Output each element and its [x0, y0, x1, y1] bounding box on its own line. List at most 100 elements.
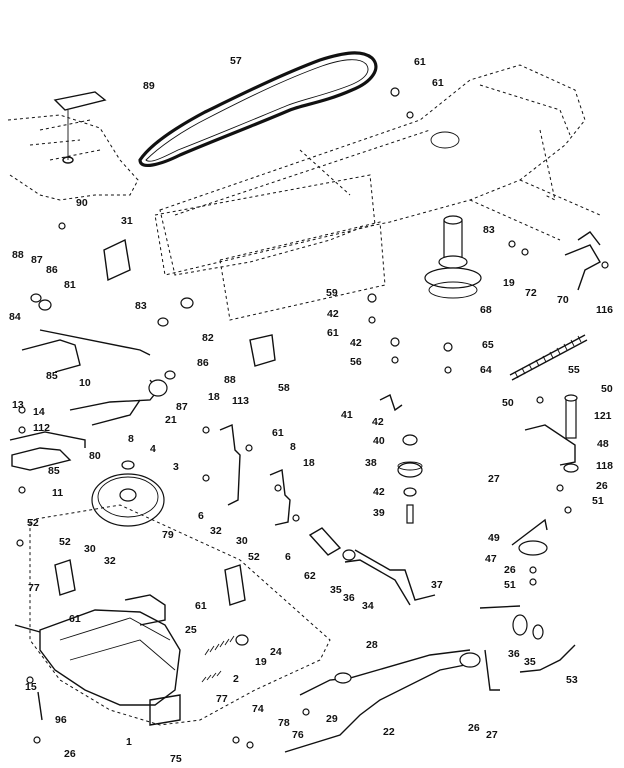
callout-87: 87: [176, 401, 188, 413]
spring-25: [201, 634, 249, 683]
callout-37: 37: [431, 579, 443, 591]
callout-25: 25: [185, 624, 197, 636]
callout-80: 80: [89, 450, 101, 462]
callout-31: 31: [121, 215, 133, 227]
callout-1: 1: [126, 736, 132, 748]
callout-26: 26: [468, 722, 480, 734]
callout-116: 116: [596, 304, 613, 316]
callout-30: 30: [84, 543, 96, 555]
shift-rods: [284, 605, 576, 753]
callout-61: 61: [327, 327, 339, 339]
callout-15: 15: [25, 681, 37, 693]
callout-62: 62: [304, 570, 316, 582]
callout-61: 61: [272, 427, 284, 439]
shield-31: [103, 238, 131, 282]
callout-29: 29: [326, 713, 338, 725]
bracket-58: [249, 334, 276, 367]
callout-6: 6: [285, 551, 291, 563]
callout-118: 118: [596, 460, 613, 472]
callout-61: 61: [414, 56, 426, 68]
drive-belt: [138, 51, 378, 168]
callout-57: 57: [230, 55, 242, 67]
front-frame-outline: [7, 91, 139, 201]
callout-51: 51: [592, 495, 604, 507]
callout-48: 48: [597, 438, 609, 450]
callout-41: 41: [341, 409, 353, 421]
callout-55: 55: [568, 364, 580, 376]
callout-52: 52: [59, 536, 71, 548]
callout-50: 50: [502, 397, 514, 409]
callout-8: 8: [290, 441, 296, 453]
callout-35: 35: [524, 656, 536, 668]
callout-86: 86: [197, 357, 209, 369]
callout-89: 89: [143, 80, 155, 92]
callout-121: 121: [594, 410, 612, 422]
callout-68: 68: [480, 304, 492, 316]
callout-61: 61: [432, 77, 444, 89]
callout-32: 32: [104, 555, 116, 567]
shift-linkage: [9, 293, 194, 471]
callout-2: 2: [233, 673, 239, 685]
bracket-48: [511, 394, 579, 556]
callout-35: 35: [330, 584, 342, 596]
callout-50: 50: [601, 383, 613, 395]
transmission-pulley: [91, 460, 165, 527]
callout-76: 76: [292, 729, 304, 741]
bracket-113: [219, 423, 291, 526]
callout-38: 38: [365, 457, 377, 469]
callout-49: 49: [488, 532, 500, 544]
callout-87: 87: [31, 254, 43, 266]
callout-112: 112: [33, 422, 50, 434]
spring: [509, 334, 588, 381]
callout-19: 19: [503, 277, 515, 289]
callout-18: 18: [208, 391, 220, 403]
center-shaft-parts: [379, 394, 423, 524]
callout-14: 14: [33, 406, 45, 418]
transaxle: [14, 504, 331, 726]
callout-36: 36: [508, 648, 520, 660]
callout-51: 51: [504, 579, 516, 591]
idler-pulley-assembly: [424, 215, 482, 299]
callout-77: 77: [28, 582, 40, 594]
callout-113: 113: [232, 395, 249, 407]
callout-42: 42: [350, 337, 362, 349]
callout-61: 61: [69, 613, 81, 625]
callout-27: 27: [486, 729, 498, 741]
callout-65: 65: [482, 339, 494, 351]
callout-82: 82: [202, 332, 214, 344]
callout-58: 58: [278, 382, 290, 394]
callout-75: 75: [170, 753, 182, 765]
callout-21: 21: [165, 414, 177, 426]
callout-52: 52: [248, 551, 260, 563]
callout-34: 34: [362, 600, 374, 612]
callout-11: 11: [52, 487, 63, 499]
callout-30: 30: [236, 535, 248, 547]
callout-22: 22: [383, 726, 395, 738]
callout-72: 72: [525, 287, 537, 299]
callout-61: 61: [195, 600, 207, 612]
main-frame: [154, 64, 601, 321]
callout-79: 79: [162, 529, 174, 541]
callout-85: 85: [46, 370, 58, 382]
callout-42: 42: [373, 486, 385, 498]
callout-24: 24: [270, 646, 282, 658]
callout-28: 28: [366, 639, 378, 651]
callout-36: 36: [343, 592, 355, 604]
callout-64: 64: [480, 364, 492, 376]
callout-13: 13: [12, 399, 24, 411]
fasteners: [16, 87, 609, 749]
callout-42: 42: [372, 416, 384, 428]
callout-90: 90: [76, 197, 88, 209]
callout-18: 18: [303, 457, 315, 469]
callout-86: 86: [46, 264, 58, 276]
bracket-70: [564, 231, 601, 291]
callout-19: 19: [255, 656, 267, 668]
callout-88: 88: [224, 374, 236, 386]
callout-85: 85: [48, 465, 60, 477]
callout-26: 26: [596, 480, 608, 492]
callout-52: 52: [27, 517, 39, 529]
callout-32: 32: [210, 525, 222, 537]
callout-96: 96: [55, 714, 67, 726]
